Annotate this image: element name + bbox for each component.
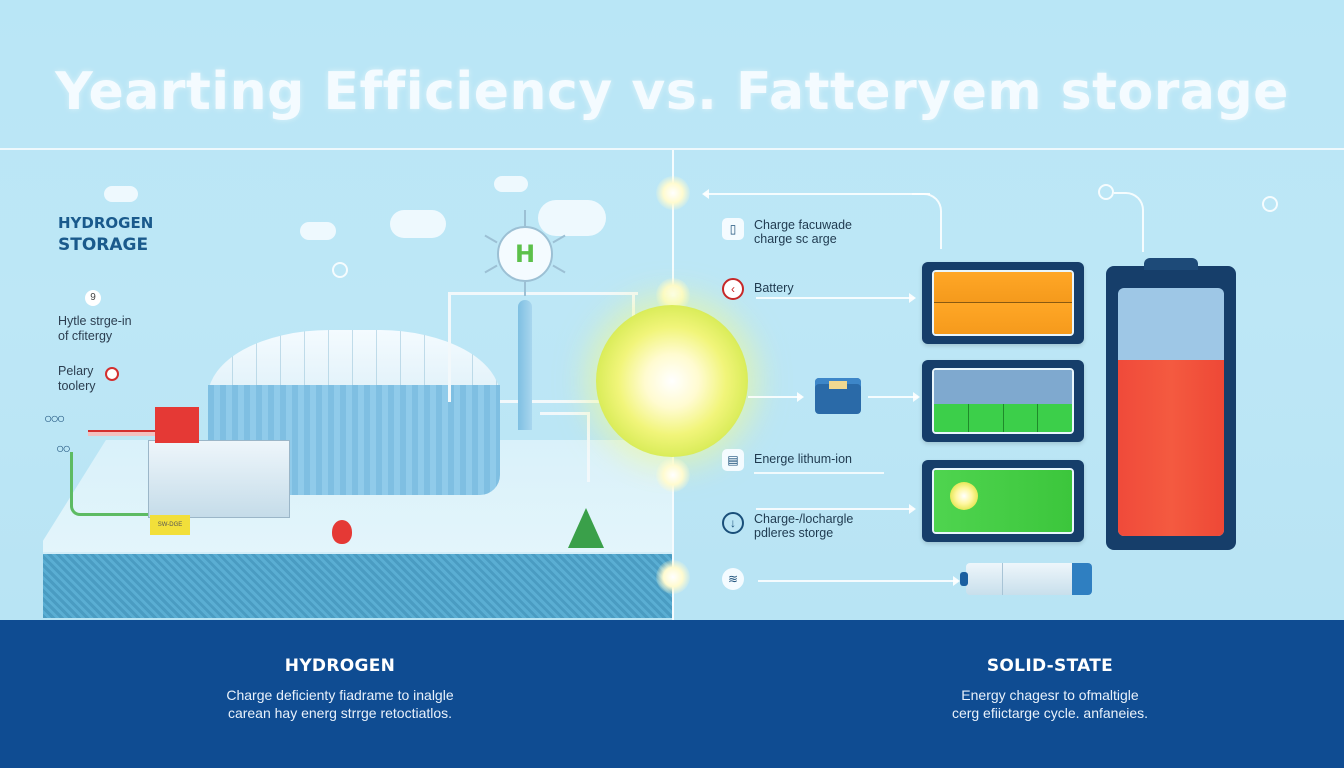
footer-hydrogen: HYDROGEN Charge deficienty fiadrame to i… (180, 656, 500, 722)
alert-dot-icon (105, 367, 119, 381)
cell-row (934, 272, 1072, 303)
molecule-icon: ○○○ (44, 410, 65, 426)
cell-empty (934, 370, 1072, 405)
legend-item-charge-discharge: ↓ Charge-/lochargle pdleres storge (722, 512, 853, 540)
arrow-line (702, 189, 930, 199)
atom-spoke (552, 264, 566, 274)
footer-solid-state-description: Energy chagesr to ofmaltigle cerg efiict… (951, 687, 1149, 721)
battery-cell-blue-green (922, 360, 1084, 442)
red-container (155, 407, 199, 443)
cloud-icon (390, 210, 446, 238)
legend-item-charge: ▯ Charge facuwade charge sc arge (722, 218, 852, 246)
atom-spoke (484, 264, 498, 274)
cloud-icon (538, 200, 606, 236)
yellow-container: SW-DGE (150, 515, 190, 535)
device-icon: ▤ (722, 449, 744, 471)
header-divider (0, 148, 1344, 150)
glow-node (656, 176, 690, 210)
footer-band (0, 620, 1344, 768)
battery-module-icon (815, 378, 861, 414)
molecule-icon: ○○ (56, 440, 71, 456)
large-battery-icon (1106, 258, 1236, 550)
glow-node (656, 560, 690, 594)
capacitor-icon: ≋ (722, 568, 744, 590)
cell-seam (1002, 563, 1003, 595)
cylindrical-cell (960, 563, 1092, 595)
battery-cell-orange (922, 262, 1084, 344)
legend-item-capacitor: ≋ (722, 568, 744, 590)
circle-marker-icon (332, 262, 348, 278)
cloud-icon (494, 176, 528, 192)
cloud-icon (104, 186, 138, 202)
white-pipe (540, 412, 590, 482)
hydrogen-storage-heading: HYDROGEN STORAGE (58, 214, 154, 255)
energy-sun-icon (596, 305, 748, 457)
red-pipe (88, 430, 156, 436)
connector-elbow (912, 193, 942, 249)
tree-icon (568, 508, 604, 548)
battery-cap (1144, 258, 1198, 270)
connector-elbow (1114, 192, 1144, 252)
footer-solid-state: SOLID-STATE Energy chagesr to ofmaltigle… (910, 656, 1190, 722)
green-pipe (70, 452, 170, 516)
circle-marker-icon (1262, 196, 1278, 212)
arrow-line (756, 293, 916, 303)
red-tank-icon (332, 520, 352, 544)
white-pipe (632, 292, 635, 322)
arrow-line (748, 392, 804, 402)
cell-terminal (960, 572, 968, 586)
number-badge: 9 (85, 290, 101, 306)
legend-item-battery: ‹ Battery (722, 278, 794, 300)
connector-line (758, 576, 960, 586)
page-title: Yearting Efficiency vs. Fatteryem storag… (55, 62, 1289, 122)
battery-cell-green (922, 460, 1084, 542)
glow-node (656, 458, 690, 492)
white-pipe (448, 292, 638, 402)
footer-hydrogen-description: Charge deficienty fiadrame to inalgle ca… (226, 687, 454, 721)
legend-item-lithium-ion: ▤ Energe lithum-ion (722, 449, 884, 474)
phone-icon: ▯ (722, 218, 744, 240)
facility-building (148, 440, 290, 518)
cloud-icon (300, 222, 336, 240)
hydrogen-atom-icon: H (497, 226, 553, 282)
atom-spoke (484, 234, 498, 244)
white-pipe (500, 400, 600, 403)
battery-warning-icon: ‹ (722, 278, 744, 300)
cell-row (934, 303, 1072, 334)
download-arrow-icon: ↓ (722, 512, 744, 534)
water-ground (43, 552, 672, 618)
hydrogen-note-1: Hytle strge-in of cfitergy (58, 314, 132, 343)
cooling-tower (518, 300, 532, 430)
atom-spoke (524, 282, 526, 296)
cell-cap (1072, 563, 1092, 595)
spark-icon (950, 482, 978, 510)
atom-spoke (524, 210, 526, 226)
battery-fill-level (1118, 359, 1224, 536)
footer-hydrogen-title: HYDROGEN (284, 656, 396, 676)
hydrogen-note-2: Pelary toolery (58, 364, 96, 393)
cell-segments (934, 404, 1072, 432)
circle-marker-icon (1098, 184, 1114, 200)
arrow-line (868, 392, 920, 402)
footer-solid-state-title: SOLID-STATE (986, 656, 1114, 676)
arrow-line (756, 504, 916, 514)
